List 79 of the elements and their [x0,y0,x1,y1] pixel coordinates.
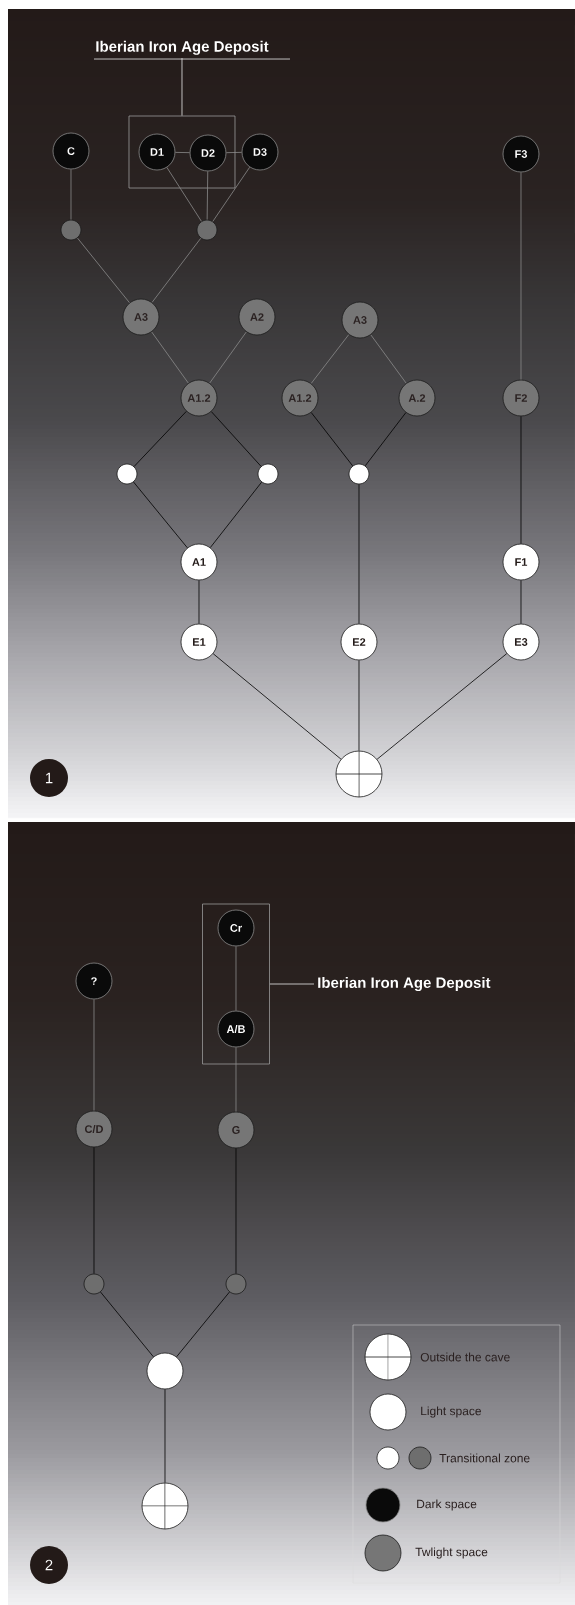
group-frame [128,115,236,189]
connector-line [376,653,508,760]
connector-line [520,580,522,624]
connector-line [93,1147,95,1274]
circle-node: F3 [502,135,540,173]
junction-circle [225,1273,247,1295]
connector-line [520,172,522,380]
crossed-circle [335,750,383,798]
junction-circle [116,463,138,485]
connector-line [212,653,342,760]
connector-line [93,999,95,1111]
connector-line [235,1148,237,1274]
circle-node: E1 [180,623,218,661]
circle-node: D3 [241,133,279,171]
circle-node: A1.2 [281,379,319,417]
connector-line [133,410,187,467]
circle-node: G [217,1111,255,1149]
connector-line [358,484,360,624]
connector-line [175,152,190,154]
connector-line [310,412,353,467]
legend-text: Dark space [417,1499,477,1511]
connector-line [364,412,407,467]
connector-line [235,946,237,1011]
junction-circle [196,219,218,241]
circle-node: A3 [122,298,160,336]
panel-number: 2 [30,1546,68,1584]
circle-node: A2 [238,298,276,336]
leader-line [181,57,183,116]
crossed-circle [141,1482,189,1530]
junction-circle [60,219,82,241]
circle-node: E3 [502,623,540,661]
circle-node: F2 [502,379,540,417]
connector-line [100,1291,154,1358]
circle-node: C [52,132,90,170]
connector-line [206,171,209,220]
legend-text: Transitional zone [439,1453,530,1463]
connector-line [70,169,72,220]
circle-node [146,1352,184,1390]
legend-text: Light space [421,1406,481,1418]
connector-line [209,481,262,548]
connector-line [151,331,189,384]
connector-line [310,334,350,384]
connector-line [209,331,247,384]
circle-node: D2 [189,134,227,172]
connector-line [235,1047,237,1112]
junction-circle [348,463,370,485]
connector-line [133,481,188,549]
connector-line [358,660,360,751]
circle-node: C/D [75,1110,113,1148]
circle-node: Cr [217,909,255,947]
connector-line [520,416,522,544]
connector-line [210,411,262,467]
connector-line [198,580,200,624]
connector-line [370,334,407,384]
junction-circle [257,463,279,485]
deposit-label: Iberian Iron Age Deposit [96,40,269,55]
panel-number: 1 [30,759,68,797]
connector-line [77,237,130,304]
connector-line [212,166,251,222]
connector-line [176,1291,230,1358]
circle-node: A1 [180,543,218,581]
connector-line [166,167,202,222]
circle-node: A/B [217,1010,255,1048]
circle-node: A1.2 [180,379,218,417]
connector-line [226,151,242,154]
circle-node: A3 [341,301,379,339]
circle-node: F1 [502,543,540,581]
circle-node: A.2 [398,379,436,417]
legend-text: Twlight space [415,1547,488,1559]
connector-line [151,237,202,303]
circle-node: D1 [138,133,176,171]
deposit-label: Iberian Iron Age Deposit [318,977,491,992]
group-frame [202,903,270,1065]
connector-line [164,1389,166,1483]
junction-circle [83,1273,105,1295]
legend-text: Outside the cave [420,1352,510,1362]
circle-node: E2 [340,623,378,661]
leader-line [269,983,315,985]
circle-node: ? [75,962,113,1000]
